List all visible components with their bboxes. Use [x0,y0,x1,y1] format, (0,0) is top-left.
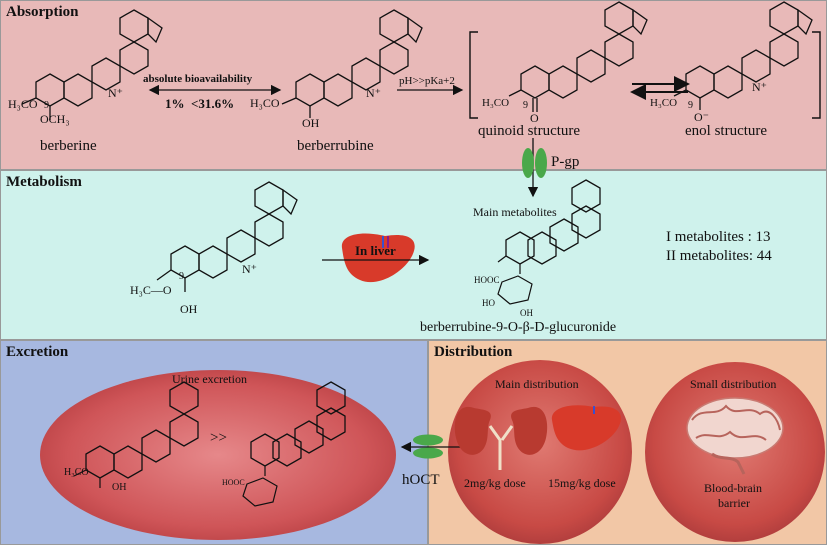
berberrubine-methoxy: H₃CO [250,96,280,110]
berberine-nplus: N⁺ [108,86,123,100]
hoct-label: hOCT [402,472,440,488]
kidney-dose-label: 2mg/kg dose [464,476,526,490]
bioavailability-title: absolute bioavailability [143,73,253,85]
liver-label: In liver [355,243,396,258]
excretion-glucuronide-structure [242,381,346,507]
excretion-oh: OH [112,482,127,493]
enol-methoxy: H₃CO [650,97,678,109]
quinoid-nine: 9 [523,100,528,111]
berberrubine-label: berberrubine [297,138,374,154]
liver-distribution-icon [551,405,621,451]
glucuronide-label: berberrubine-9-O-β-D-glucuronide [420,320,617,335]
ph-condition: pH>>pKa+2 [399,75,455,87]
metabolism-berberrubine-structure [156,181,298,292]
metabolism-oh: OH [180,302,198,316]
excretion-berberrubine-structure [73,381,199,488]
small-distribution-title: Small distribution [690,377,777,391]
pgp-transporter-right [535,148,547,178]
berberrubine-structure [281,9,423,118]
left-bracket [469,31,478,119]
phase1-metabolites: I metabolites : 13 [666,229,771,245]
quinoid-label: quinoid structure [478,123,581,139]
berberine-methoxy: H₃CO [8,97,38,111]
glucuronide-oh: OH [520,308,533,318]
section-title-distribution: Distribution [434,344,513,360]
main-distribution-title: Main distribution [495,377,579,391]
berberine-structure [21,9,163,120]
section-title-metabolism: Metabolism [6,174,82,190]
kidney-icon [454,406,548,470]
enol-label: enol structure [685,123,768,139]
glucuronide-structure [497,179,601,305]
berberine-nine: 9 [44,100,49,111]
enol-nine: 9 [688,100,693,111]
berberrubine-nplus: N⁺ [366,86,381,100]
excretion-glucuronide-cooh: HOOC [222,478,245,487]
metabolism-nine: 9 [179,271,184,282]
liver-metabolism-icon [341,233,415,283]
quinoid-o: O [530,111,539,125]
berberine-label: berberine [40,138,97,154]
glucuronide-cooh: HOOC [474,275,500,285]
metabolism-nplus: N⁺ [242,262,257,276]
quinoid-structure [508,1,648,112]
hoct-transporter-top [413,434,443,446]
section-title-absorption: Absorption [6,4,79,20]
urine-excretion-title: Urine excretion [172,372,247,386]
brain-icon [686,397,784,475]
right-bracket [812,31,821,119]
excretion-comparison: >> [210,430,227,446]
bbb-label-line2: barrier [718,496,750,510]
hoct-transporter-bottom [413,447,443,459]
berberrubine-oh: OH [302,116,320,130]
pgp-transporter-left [522,148,534,178]
metabolism-panel [0,170,827,340]
pgp-label: P-gp [551,154,580,170]
enol-ominus: O⁻ [694,110,709,124]
bbb-label-line1: Blood-brain [704,481,762,495]
enol-nplus: N⁺ [752,80,767,94]
enol-structure [673,1,813,110]
bioavailability-value: 1% <31.6% [165,96,235,111]
metabolism-methoxy: H₃C—O [130,283,172,297]
liver-dose-label: 15mg/kg dose [548,476,616,490]
quinoid-methoxy: H₃CO [482,97,510,109]
phase2-metabolites: II metabolites: 44 [666,248,772,264]
section-title-excretion: Excretion [6,344,69,360]
excretion-methoxy: H₃CO [64,467,89,478]
urine-excretion-ellipse [40,370,396,540]
glucuronide-ho: HO [482,298,495,308]
berberine-och3: OCH₃ [40,112,70,126]
main-metabolites-label: Main metabolites [473,205,557,219]
